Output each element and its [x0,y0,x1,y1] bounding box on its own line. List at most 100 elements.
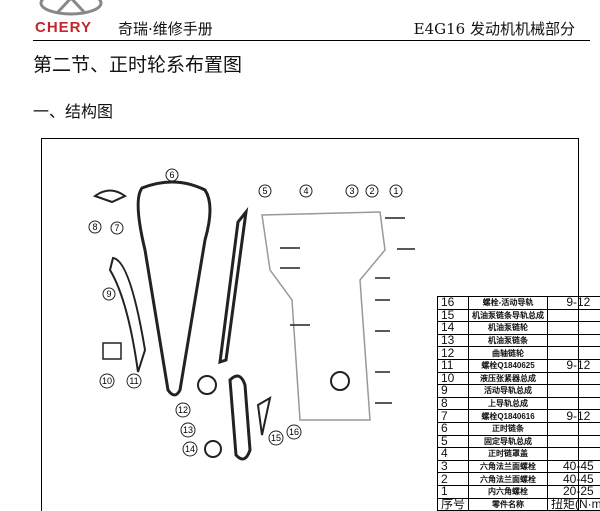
cell-no: 10 [436,371,470,386]
svg-text:7: 7 [114,223,119,233]
callout-1: 1 [389,184,403,198]
oil-pump-sprocket [204,440,222,458]
oil-pump-chain [228,374,252,461]
cell-torque [547,434,600,449]
callout-3: 3 [345,184,359,198]
cell-torque: 40-45 [547,459,600,474]
svg-text:13: 13 [183,425,193,435]
svg-text:6: 6 [169,170,174,180]
cell-torque [547,321,600,335]
cell-name: 六角法兰面螺栓 [468,459,549,474]
cell-no: 序号 [436,497,470,511]
timing-cover [261,211,386,421]
cell-no: 3 [436,459,470,474]
cell-torque: 9-12 [547,358,600,373]
cell-name: 机油泵链条 [468,333,549,348]
cell-name: 上导轨总成 [468,396,549,411]
cell-name: 内六角螺栓 [468,484,549,499]
svg-text:12: 12 [178,405,188,415]
cell-no: 12 [436,346,470,360]
fixed-guide [218,206,249,365]
cell-no: 5 [436,434,470,449]
cell-torque [547,371,600,386]
cell-name: 固定导轨总成 [468,434,549,449]
callout-7: 7 [110,221,124,235]
svg-text:16: 16 [289,427,299,437]
cell-torque: 9-12 [547,409,600,423]
callout-2: 2 [365,184,379,198]
cell-name: 六角法兰面螺栓 [468,472,549,486]
tensioner [102,342,122,360]
cell-torque [547,333,600,348]
callout-13: 13 [180,422,196,438]
moving-guide [108,256,147,373]
cell-name: 螺栓Q1840625 [468,358,549,373]
callout-12: 12 [175,402,191,418]
callouts: 1 2 3 4 5 6 7 8 9 10 11 12 13 14 15 16 [88,168,403,457]
brand-title: 奇瑞·维修手册 [118,20,213,38]
svg-text:2: 2 [369,186,374,196]
cell-name: 活动导轨总成 [468,384,549,398]
callout-4: 4 [299,184,313,198]
svg-text:10: 10 [102,376,112,386]
manual-section: E4G16 发动机机械部分 [413,20,575,38]
callout-9: 9 [102,287,116,301]
callout-10: 10 [99,373,115,389]
callout-16: 16 [286,424,302,440]
timing-chain [136,180,212,397]
cell-torque [547,396,600,411]
callout-8: 8 [88,220,102,234]
svg-text:1: 1 [393,186,398,196]
cell-no: 13 [436,333,470,348]
cell-torque [547,421,600,436]
cell-name: 正时链条 [468,421,549,436]
chery-emblem-logo [39,0,103,16]
cell-name: 零件名称 [468,497,549,511]
callout-5: 5 [258,184,272,198]
callout-6: 6 [165,168,179,182]
cell-name: 螺栓Q1840616 [468,409,549,423]
cell-name: 螺栓-活动导轨 [468,296,549,310]
svg-text:5: 5 [262,186,267,196]
svg-text:3: 3 [349,186,354,196]
svg-text:11: 11 [129,376,138,386]
bolts [280,217,415,404]
svg-text:4: 4 [303,186,308,196]
svg-text:9: 9 [106,289,111,299]
oil-pump-guide [256,395,272,436]
chery-logo-text: CHERY [35,19,92,36]
svg-text:14: 14 [185,444,195,454]
svg-text:8: 8 [92,222,97,232]
callout-11: 11 [126,373,142,389]
header-divider [33,40,590,41]
cell-name: 机油泵链条导轨总成 [468,308,549,323]
cell-name: 曲轴链轮 [468,346,549,360]
upper-guide [92,189,127,204]
crank-sprocket [197,375,217,395]
svg-text:15: 15 [271,433,281,443]
section-subtitle: 一、结构图 [33,102,114,121]
cell-torque [547,384,600,398]
cell-torque [547,308,600,323]
cell-name: 液压张紧器总成 [468,371,549,386]
callout-15: 15 [268,430,284,446]
page-title: 第二节、正时轮系布置图 [33,54,243,76]
cell-no: 8 [436,396,470,411]
